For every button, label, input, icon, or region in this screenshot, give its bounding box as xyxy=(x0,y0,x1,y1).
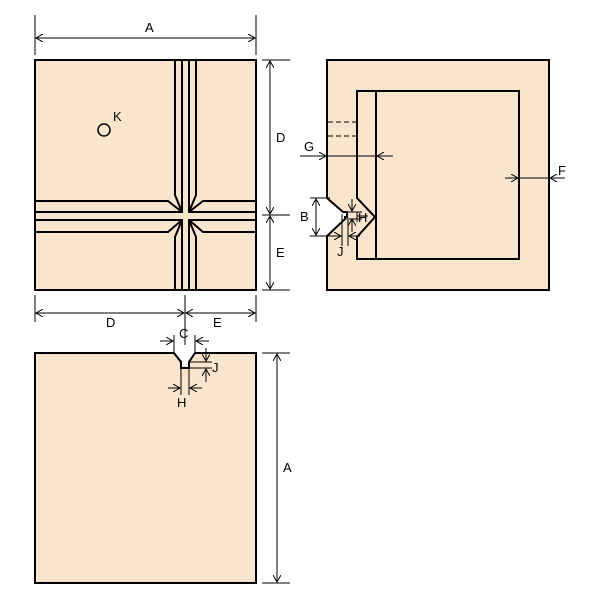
label-k: K xyxy=(113,109,122,124)
label-j-bottom: J xyxy=(212,360,219,375)
side-view: G F B H J xyxy=(300,59,566,291)
label-j-side: J xyxy=(337,244,344,259)
bottom-view-panel xyxy=(34,352,257,584)
label-f: F xyxy=(558,163,566,178)
label-e-bottom: E xyxy=(213,315,222,330)
bottom-view: C J H A xyxy=(34,326,292,584)
label-c: C xyxy=(179,326,188,341)
top-view-panel xyxy=(34,59,257,291)
label-e-right: E xyxy=(276,245,285,260)
cross-groove xyxy=(35,60,256,290)
side-inner-frame xyxy=(356,90,520,260)
label-b: B xyxy=(300,209,309,224)
label-g: G xyxy=(304,139,314,154)
label-a-bottom: A xyxy=(283,460,292,475)
top-view: K A D E D E xyxy=(34,15,290,345)
label-h-side: H xyxy=(358,210,367,225)
label-d-right: D xyxy=(276,130,285,145)
label-h-bottom: H xyxy=(177,395,186,410)
hole-k-icon xyxy=(97,123,111,137)
label-a-top: A xyxy=(145,20,154,35)
side-view-panel xyxy=(326,59,550,291)
label-d-bottom: D xyxy=(106,315,115,330)
